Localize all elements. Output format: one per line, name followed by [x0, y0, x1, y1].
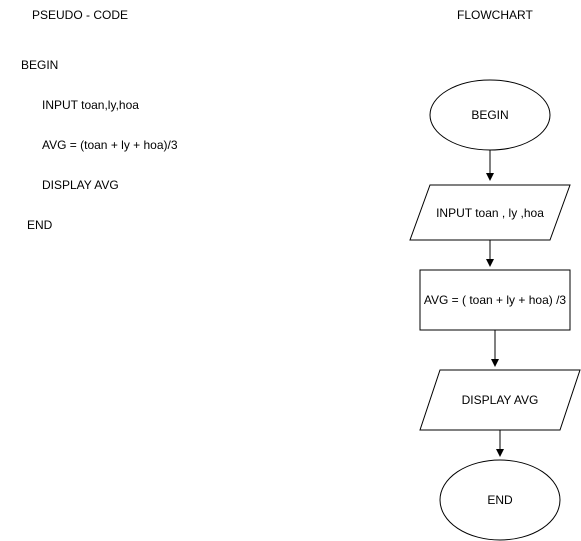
pseudocode-line-display: DISPLAY AVG [42, 178, 119, 192]
flowchart-node-end-label: END [487, 493, 513, 507]
flowchart-node-input: INPUT toan , ly ,hoa [409, 184, 571, 241]
pseudocode-line-begin: BEGIN [21, 58, 59, 72]
flowchart-node-end: END [439, 459, 561, 541]
flowchart-node-avg: AVG = ( toan + ly + hoa) /3 [419, 269, 571, 331]
flowchart-heading: FLOWCHART [457, 8, 533, 22]
flowchart-node-display-label: DISPLAY AVG [462, 393, 539, 407]
pseudocode-heading: PSEUDO - CODE [32, 8, 129, 22]
pseudocode-line-end: END [27, 218, 53, 232]
flowchart-node-begin-label: BEGIN [471, 108, 508, 122]
pseudocode-line-input: INPUT toan,ly,hoa [42, 98, 139, 112]
flowchart-node-input-label: INPUT toan , ly ,hoa [436, 206, 544, 220]
flowchart-node-begin: BEGIN [429, 79, 551, 151]
pseudocode-line-avg: AVG = (toan + ly + hoa)/3 [42, 138, 178, 152]
flowchart-node-display: DISPLAY AVG [419, 369, 581, 431]
flowchart-node-avg-label: AVG = ( toan + ly + hoa) /3 [424, 293, 567, 307]
